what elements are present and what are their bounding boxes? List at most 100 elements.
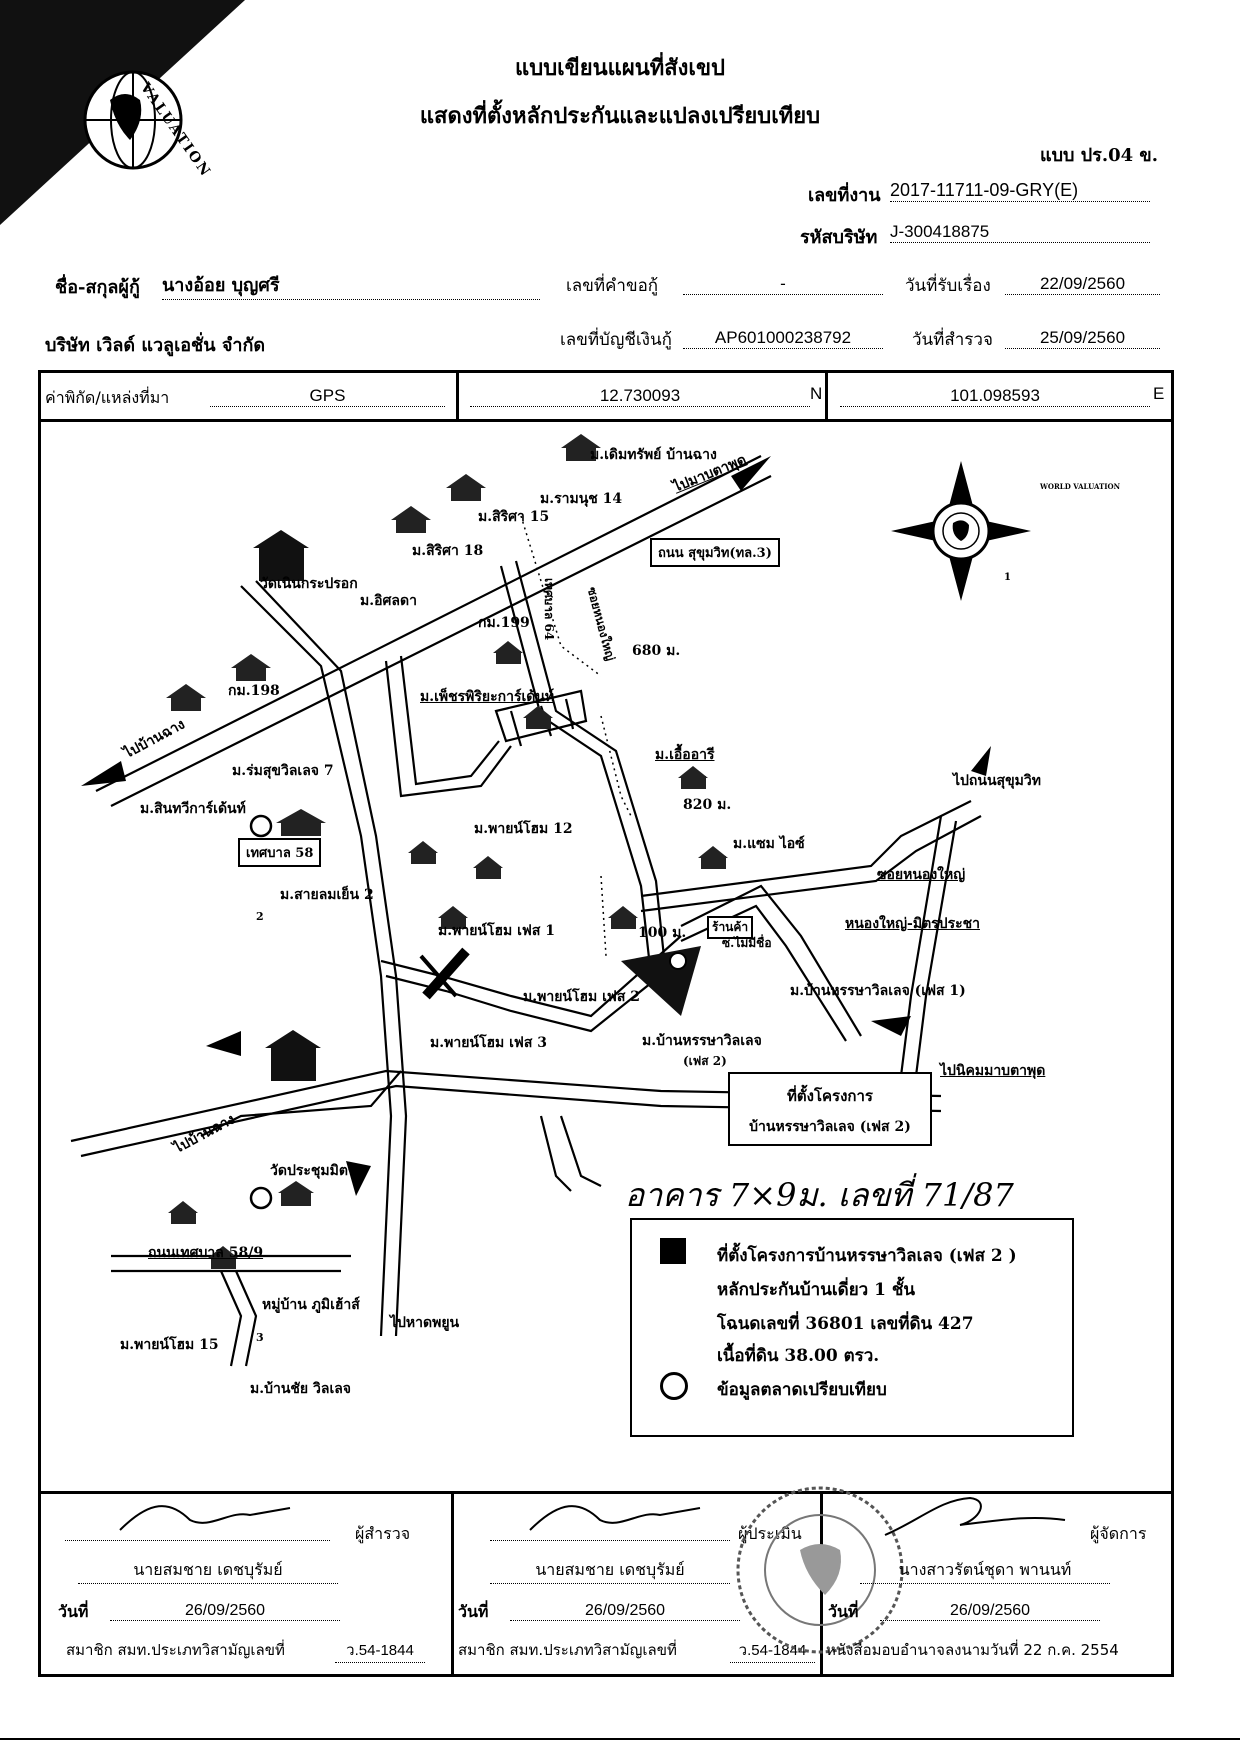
map-label: ม.พายน์โฮม 12 <box>474 821 573 837</box>
map-label: (เฟส 2) <box>683 1054 727 1068</box>
sig2-date: 26/09/2560 <box>510 1602 740 1621</box>
corner-logo <box>0 0 245 225</box>
coords-lon-unit: E <box>1153 384 1165 403</box>
signature-3 <box>884 1496 1066 1536</box>
coords-source-label: ค่าพิกัด/แหล่งที่มา <box>45 388 170 407</box>
project-box: ที่ตั้งโครงการ บ้านหรรษาวิลเลจ (เฟส 2) <box>728 1072 932 1146</box>
form-code: แบบ ปร.04 ข. <box>1040 145 1158 166</box>
map-label: ม.เอื้ออารี <box>655 747 715 763</box>
map-label: ซอยหนองใหญ่ <box>877 867 966 883</box>
map-label: ม.แซม ไอซ์ <box>733 836 805 852</box>
company-code: J-300418875 <box>890 222 1150 243</box>
coords-row <box>38 370 1174 422</box>
sig1-date: 26/09/2560 <box>110 1602 340 1621</box>
map-label: ม.บ้านหรรษาวิลเลจ <box>642 1033 762 1049</box>
compass-ring-text: WORLD VALUATION <box>1040 482 1120 491</box>
map-label: หมู่บ้าน ภูมิเฮ้าส์ <box>262 1297 360 1313</box>
company-code-label: รหัสบริษัท <box>800 227 878 248</box>
sig1-date-label: วันที่ <box>58 1602 89 1621</box>
sig1-member-label: สมาชิก สมท.ประเภทวิสามัญเลขที่ <box>66 1641 285 1659</box>
map-label: ไปหาดพยูน <box>390 1315 460 1331</box>
sig2-member-label: สมาชิก สมท.ประเภทวิสามัญเลขที่ <box>458 1641 677 1659</box>
legend-line-2: หลักประกันบ้านเดี่ยว 1 ชั้น <box>717 1280 916 1300</box>
sig3-date-label: วันที่ <box>828 1602 859 1621</box>
coords-source: GPS <box>210 386 445 407</box>
sig3-role: ผู้จัดการ <box>1090 1524 1147 1543</box>
map-label: ถนนเทศบาล 58/9 <box>148 1245 264 1261</box>
legend-comparable-circle <box>660 1372 688 1400</box>
map-label: 100 ม. <box>638 925 687 941</box>
survey-label: วันที่สำรวจ <box>912 330 993 350</box>
borrower-label: ชื่อ-สกุลผู้กู้ <box>55 277 140 298</box>
map-label: ร้านค้า <box>707 916 754 939</box>
map-label: ม.พายน์โฮม เฟส 2 <box>523 989 640 1005</box>
map-label: กม.199 <box>478 615 530 631</box>
legend-line-4: เนื้อที่ดิน 38.00 ตรว. <box>717 1346 880 1366</box>
legend-project-square <box>660 1238 686 1264</box>
map-label: หนองใหญ่-มิตรประชา <box>845 916 980 932</box>
job-no: 2017-11711-09-GRY(E) <box>890 180 1150 202</box>
sig1-name: นายสมชาย เดชบุรัมย์ <box>78 1558 338 1584</box>
compass-s: S <box>1067 550 1075 562</box>
project-box-line2: บ้านหรรษาวิลเลจ (เฟส 2) <box>749 1119 911 1135</box>
coords-lon: 101.098593 <box>840 386 1150 407</box>
survey-date: 25/09/2560 <box>1005 328 1160 349</box>
map-label: ม.อิศลดา <box>360 593 417 609</box>
request-no: - <box>683 274 883 295</box>
map-label: ม.พายน์โฮม เฟส 3 <box>430 1035 547 1051</box>
map-label: ม.ร่มสุขวิลเลจ 7 <box>232 763 334 779</box>
handwritten-note: อาคาร 7×9ม. เลขที่ 71/87 <box>625 1176 1014 1214</box>
map-label: ม.สิริศา 18 <box>412 543 484 559</box>
sig2-name: นายสมชาย เดชบุรัมย์ <box>490 1558 730 1584</box>
comparable-no: 2 <box>256 910 264 923</box>
map-label: วัดเนินกระปรอก <box>260 576 358 592</box>
legend-line-1: ที่ตั้งโครงการบ้านหรรษาวิลเลจ (เฟส 2 ) <box>717 1246 1017 1266</box>
sig3-note: หนังสือมอบอำนาจลงนามวันที่ 22 ก.ค. 2554 <box>826 1641 1119 1659</box>
map-label: ม.สิริศา 15 <box>478 509 550 525</box>
map-label: 1 <box>1004 572 1011 583</box>
coords-lat: 12.730093 <box>470 386 810 407</box>
sig2-date-label: วันที่ <box>458 1602 489 1621</box>
map-label: ม.บ้านหรรษาวิลเลจ (เฟส 1) <box>790 983 966 999</box>
signature-2 <box>529 1505 701 1531</box>
map-label: ม.เพ็ชรพิริยะการ์เด้นท์ <box>420 689 555 705</box>
map-label: ซ.ไม่มีชื่อ <box>722 936 772 950</box>
account-label: เลขที่บัญชีเงินกู้ <box>560 330 672 350</box>
legend-line-3: โฉนดเลขที่ 36801 เลขที่ดิน 427 <box>717 1314 974 1334</box>
map-label: ไปนิคมมาบตาพุด <box>940 1063 1046 1079</box>
legend-line-5: ข้อมูลตลาดเปรียบเทียบ <box>717 1380 887 1400</box>
title-line-2: แสดงที่ตั้งหลักประกันและแปลงเปรียบเทียบ <box>419 103 821 129</box>
received-label: วันที่รับเรื่อง <box>905 276 991 296</box>
signature-1 <box>119 1505 291 1531</box>
signature-section <box>38 1491 1174 1677</box>
map-label: ม.เดิมทรัพย์ บ้านฉาง <box>590 447 717 463</box>
tesaban58-box: เทศบาล 58 <box>238 838 322 867</box>
legend-box: ที่ตั้งโครงการบ้านหรรษาวิลเลจ (เฟส 2 ) ห… <box>630 1218 1074 1437</box>
house-icons <box>166 434 728 1269</box>
borrower-name: นางอ้อย บุญศรี <box>162 270 540 300</box>
sig1-member-no: ว.54-1844 <box>335 1638 425 1663</box>
comparable-no: 3 <box>256 1331 264 1344</box>
company-stamp-icon <box>736 1486 904 1654</box>
request-no-label: เลขที่คำขอกู้ <box>566 276 659 296</box>
map-label: ม.พายน์โฮม 15 <box>120 1337 219 1353</box>
sig2-member-no: ว.54-1844 <box>730 1638 815 1663</box>
account-no: AP601000238792 <box>683 328 883 349</box>
map-label: 820 ม. <box>683 797 732 813</box>
map-label: ม.รามนุช 14 <box>540 491 623 507</box>
map-label: 680 ม. <box>632 643 681 659</box>
map-label: เทศบาล 64 <box>542 578 556 641</box>
sig2-role: ผู้ประเมิน <box>738 1524 802 1543</box>
compass-rose-icon <box>891 461 1031 601</box>
bottom-rule <box>0 1738 1240 1740</box>
company-name: บริษัท เวิลด์ แวลูเอชั่น จำกัด <box>45 335 266 356</box>
road-map <box>70 434 1031 1367</box>
map-label: ม.พายน์โฮม เฟส 1 <box>438 923 555 939</box>
sig1-role: ผู้สำรวจ <box>355 1524 411 1543</box>
project-box-line1: ที่ตั้งโครงการ <box>787 1087 873 1105</box>
sig3-date: 26/09/2560 <box>880 1602 1100 1621</box>
temple-icons <box>253 530 321 1081</box>
map-label: กม.198 <box>228 683 280 699</box>
map-label: ม.บ้านชัย วิลเลจ <box>250 1381 352 1397</box>
sig3-name: นางสาวรัตน์ชุดา พานนท์ <box>860 1558 1110 1584</box>
